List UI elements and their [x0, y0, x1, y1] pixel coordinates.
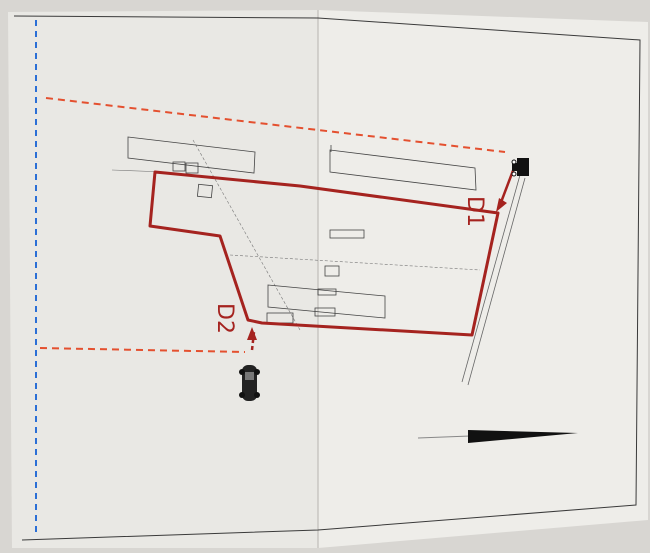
building — [267, 284, 386, 319]
drawing-frame — [13, 15, 641, 541]
building — [314, 307, 336, 317]
road-edge — [467, 177, 526, 386]
label-d1: D1 — [462, 196, 487, 227]
building — [172, 161, 186, 172]
north-arrow-icon — [417, 430, 578, 443]
building — [317, 288, 337, 296]
building — [127, 136, 256, 174]
red-dashed-line-bottom — [39, 347, 246, 353]
building — [329, 229, 365, 239]
red-dashed-line-top — [45, 97, 506, 153]
construction-line — [192, 139, 301, 331]
d1-arrowhead — [496, 198, 507, 212]
building — [185, 162, 199, 174]
buildings — [127, 136, 477, 324]
building — [196, 183, 214, 199]
construction-line — [229, 254, 481, 271]
building — [329, 149, 477, 191]
truck-icon — [511, 158, 529, 177]
site-boundary — [148, 170, 500, 337]
car-icon — [239, 365, 260, 401]
building — [324, 265, 340, 277]
road-edge — [461, 174, 521, 383]
paper-left-sheet — [8, 10, 318, 548]
d2-arrowhead — [247, 327, 257, 340]
label-d2: D2 — [212, 303, 237, 334]
